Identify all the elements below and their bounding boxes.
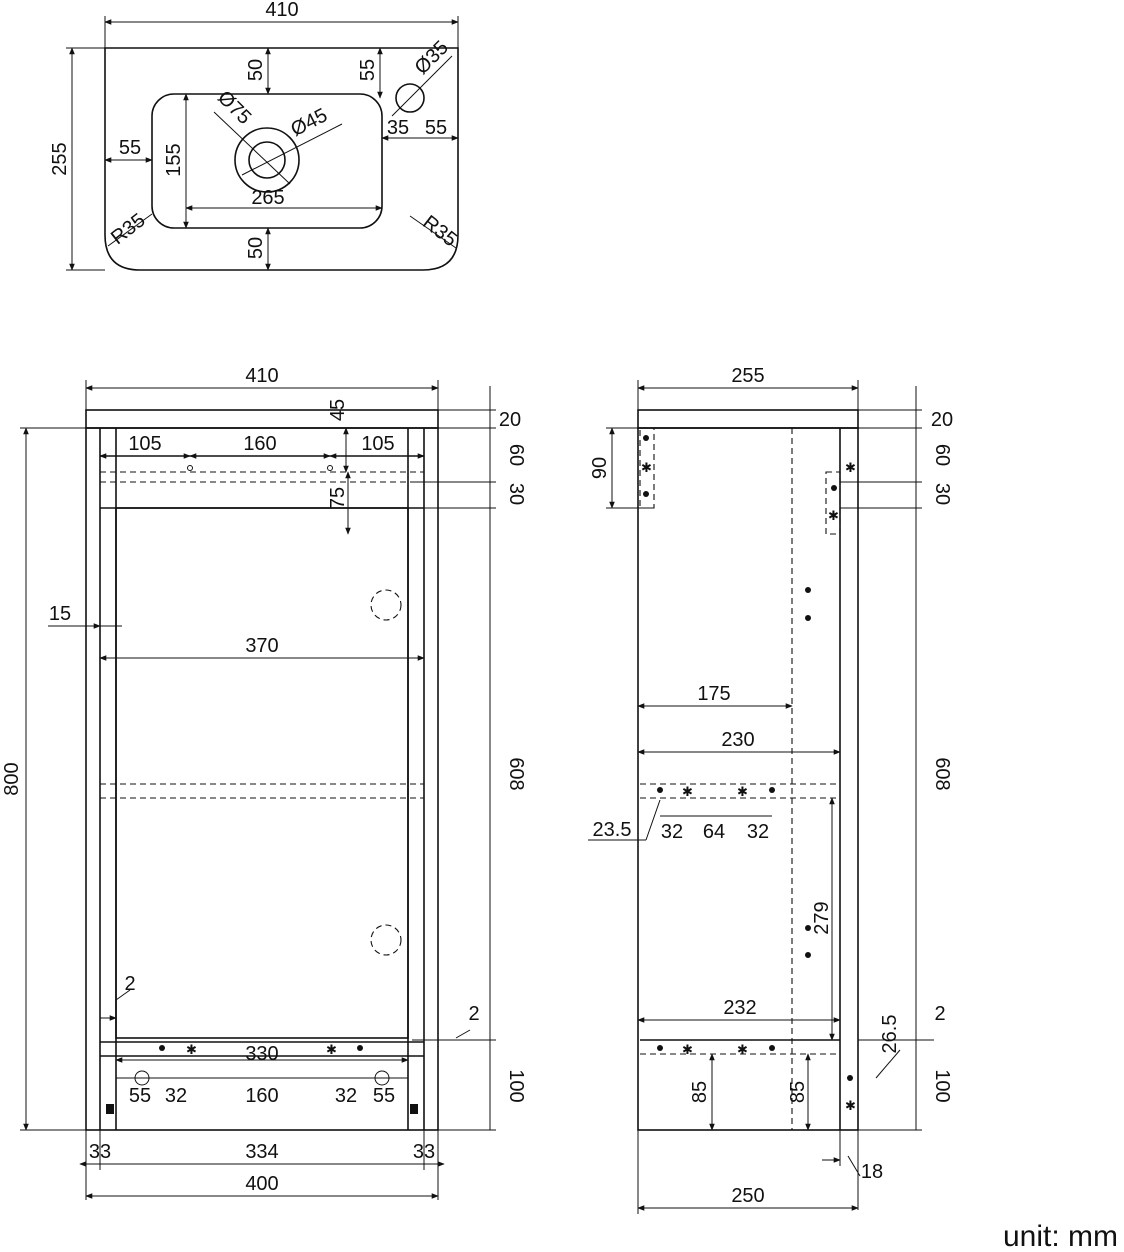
dim-side-230: 230 (721, 729, 754, 751)
dim-side-85-a: 85 (689, 1081, 711, 1103)
front-handle-hole-upper (370, 589, 402, 621)
dim-top-margin: 50 (245, 59, 267, 81)
dim-side-20: 20 (931, 409, 953, 431)
dim-front-75: 75 (327, 487, 349, 509)
dim-front-32-right: 32 (335, 1085, 357, 1107)
dim-radius-right: R35 (418, 211, 460, 251)
front-countertop (85, 409, 439, 429)
dim-front-370: 370 (245, 635, 278, 657)
side-cam-icon: ✱ (737, 1042, 748, 1057)
dim-side-2: 2 (934, 1003, 945, 1025)
dim-basin-depth: 155 (163, 143, 185, 176)
dim-side-100: 100 (931, 1069, 953, 1102)
side-countertop (637, 409, 859, 429)
dim-radius-left: R35 (107, 209, 149, 249)
top-view: 410 255 50 50 55 155 265 Ø75 Ø45 55 Ø35 … (49, 0, 461, 271)
front-foot-right (410, 1104, 418, 1114)
front-cabinet-body (85, 427, 439, 1131)
dim-front-width: 410 (245, 365, 278, 387)
unit-label: unit: mm (1003, 1220, 1118, 1252)
dim-side-175: 175 (697, 683, 730, 705)
dim-side-60: 60 (931, 444, 953, 466)
side-cam-icon: ✱ (828, 508, 839, 523)
front-cam-icon-left: ✱ (186, 1042, 197, 1057)
dim-front-33-left: 33 (89, 1141, 111, 1163)
side-panel (637, 427, 859, 1131)
dim-front-30: 30 (505, 483, 527, 505)
dim-front-800: 800 (1, 762, 23, 795)
dim-front-2: 2 (124, 973, 135, 995)
dim-side-255: 255 (731, 365, 764, 387)
dim-side-90: 90 (589, 457, 611, 479)
side-cam-icon: ✱ (845, 1098, 856, 1113)
side-cam-icon: ✱ (682, 784, 693, 799)
dim-side-608: 608 (931, 757, 953, 790)
dim-side-279: 279 (811, 901, 833, 934)
front-handle-hole-lower (370, 924, 402, 956)
dim-front-400: 400 (245, 1173, 278, 1195)
dim-front-330: 330 (245, 1043, 278, 1065)
side-cam-icon: ✱ (641, 460, 652, 475)
front-cam-icon-right: ✱ (326, 1042, 337, 1057)
dim-front-33-right: 33 (413, 1141, 435, 1163)
dim-side-232: 232 (723, 997, 756, 1019)
side-cam-icon: ✱ (845, 460, 856, 475)
side-cam-icon: ✱ (682, 1042, 693, 1057)
dim-tap-right: 55 (425, 117, 447, 139)
dim-side-85-b: 85 (787, 1081, 809, 1103)
dim-front-55-right: 55 (373, 1085, 395, 1107)
dim-front-15: 15 (49, 603, 71, 625)
dim-front-105-left: 105 (128, 433, 161, 455)
dim-front-105-right: 105 (361, 433, 394, 455)
front-view: ✱ ✱ 410 45 105 160 105 75 15 370 2 (1, 365, 527, 1200)
front-door-panel (115, 507, 409, 1039)
dim-side-30: 30 (931, 483, 953, 505)
side-view: ✱ ✱ ✱ ✱ ✱ ✱ ✱ ✱ 255 90 20 60 30 608 100 … (588, 365, 953, 1214)
dim-front-foot-160: 160 (245, 1085, 278, 1107)
dim-top-width: 410 (265, 0, 298, 21)
basin-outline (104, 47, 459, 271)
dim-basin-width: 265 (251, 187, 284, 209)
dim-top-depth: 255 (49, 142, 71, 175)
dim-front-20: 20 (499, 409, 521, 431)
dim-front-334: 334 (245, 1141, 278, 1163)
dim-bottom-margin: 50 (245, 237, 267, 259)
dim-front-32-left: 32 (165, 1085, 187, 1107)
dim-waste-outer: Ø75 (213, 87, 255, 129)
dim-front-608: 608 (505, 757, 527, 790)
tap-hole (395, 83, 425, 113)
waste-inner-circle (248, 141, 286, 179)
side-cam-icon: ✱ (737, 784, 748, 799)
dim-front-100: 100 (505, 1069, 527, 1102)
dim-waste-inner: Ø45 (287, 104, 331, 141)
dim-front-55-left: 55 (129, 1085, 151, 1107)
dim-front-160: 160 (243, 433, 276, 455)
dim-tap-dia: Ø35 (411, 37, 453, 79)
dim-side-250: 250 (731, 1185, 764, 1207)
dim-side-18: 18 (861, 1161, 883, 1183)
dim-front-45: 45 (327, 399, 349, 421)
dim-side-26-5: 26.5 (879, 1015, 901, 1054)
dim-front-bottom-2: 2 (468, 1003, 479, 1025)
front-foot-left (106, 1104, 114, 1114)
dim-side-64: 64 (703, 821, 725, 843)
dim-tap-x: 35 (387, 117, 409, 139)
waste-outer-circle (234, 127, 300, 193)
dim-front-60: 60 (505, 444, 527, 466)
dim-tap-top: 55 (357, 59, 379, 81)
dim-side-23-5: 23.5 (593, 819, 632, 841)
dim-left-margin: 55 (119, 137, 141, 159)
dim-side-32-b: 32 (747, 821, 769, 843)
dim-side-32-a: 32 (661, 821, 683, 843)
